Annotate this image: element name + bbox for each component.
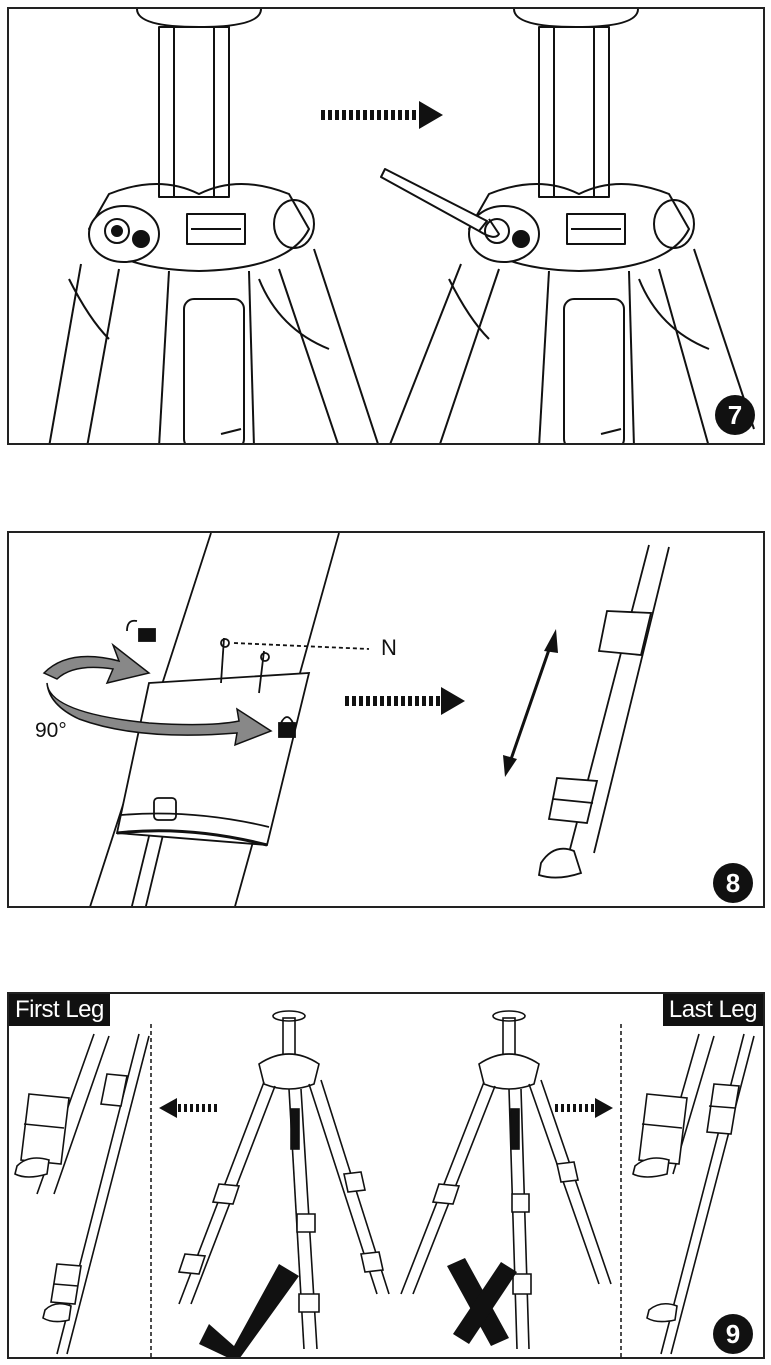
tripod-before [48, 9, 379, 443]
rotation-angle-label: 90° [35, 719, 67, 742]
tripod-head-illustration [48, 9, 755, 443]
leg-adjust-illustration [14, 1010, 755, 1357]
step-number-badge: 7 [715, 395, 755, 435]
lock-icon [278, 722, 296, 738]
first-leg-label: First Leg [9, 994, 110, 1026]
unlock-icon [138, 628, 156, 642]
leg-lock-illustration [42, 533, 670, 906]
arrow-right-icon [555, 1098, 613, 1118]
step-number-badge: 9 [713, 1314, 753, 1354]
rotate-arrow-icon [46, 682, 273, 747]
step-7-panel: 7 [7, 7, 765, 445]
tripod-after [389, 9, 755, 443]
double-arrow-icon [503, 629, 558, 777]
cross-icon [447, 1258, 517, 1346]
allen-key [380, 168, 488, 232]
arrow-right-icon [321, 101, 443, 129]
arrow-left-icon [159, 1098, 217, 1118]
rotate-arrow-icon [42, 642, 151, 685]
step-9-panel: First Leg Last Leg 9 [7, 992, 765, 1359]
step-8-panel: N 90° 8 [7, 531, 765, 908]
arrow-right-icon [345, 687, 465, 715]
notch-label: N [381, 635, 397, 660]
last-leg-label: Last Leg [662, 994, 763, 1026]
step-number-badge: 8 [713, 863, 753, 903]
checkmark-icon [199, 1264, 299, 1357]
